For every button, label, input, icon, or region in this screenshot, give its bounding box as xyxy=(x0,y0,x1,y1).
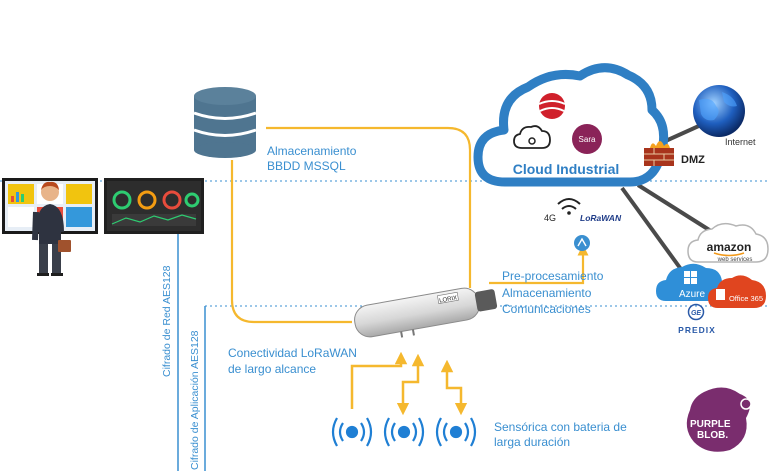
azure-name: Azure xyxy=(679,289,706,300)
link-cloud-azure xyxy=(620,186,685,274)
sensors-label-line1: Sensórica con bateria de xyxy=(494,420,627,434)
svg-text:Sensórica con bateria de l: Sensórica con bateria de larga duración xyxy=(494,420,630,449)
office365-logo: Office 365 xyxy=(708,275,766,308)
sensor-icon xyxy=(331,417,373,447)
dmz-label: DMZ xyxy=(681,154,705,166)
purpleblob-line2: BLOB. xyxy=(697,430,728,441)
svg-text:Pre-procesamiento Almacena: Pre-procesamiento Almacenamiento Comunic… xyxy=(502,269,607,316)
purpleblob-line1: PURPLE xyxy=(690,419,731,430)
sensor-icon xyxy=(383,417,425,447)
svg-text:PURPLE BLOB.: PURPLE BLOB. xyxy=(690,419,733,441)
sensor-arrow-3 xyxy=(440,359,468,416)
gateway-uplink-connector xyxy=(489,244,589,285)
ge-logo: GE xyxy=(687,303,705,321)
wifi-icon xyxy=(557,198,581,215)
cloud-title: Cloud Industrial xyxy=(513,161,620,177)
sensor-arrow-1 xyxy=(350,351,408,409)
lorawan-label-line1: Conectividad LoRaWAN xyxy=(228,346,357,360)
gateway-small-icon xyxy=(574,235,590,251)
preprocess-label-line1: Pre-procesamiento xyxy=(502,269,604,283)
dashboard-screen-icon xyxy=(104,178,204,234)
cipher-app-label: Cifrado de Aplicación AES128 xyxy=(189,330,201,470)
office-name: Office 365 xyxy=(729,294,763,303)
aws-logo: amazon web services xyxy=(687,222,769,263)
firewall-icon xyxy=(644,141,674,166)
gateway-device-icon: LORIX xyxy=(354,287,498,338)
ge-text: GE xyxy=(691,310,701,317)
storage-loop-connector xyxy=(230,126,472,324)
preprocess-label-line3: Comunicaciones xyxy=(502,302,591,316)
svg-text:Almacenamiento BBDD MSSQL: Almacenamiento BBDD MSSQL xyxy=(267,144,360,173)
aws-sub: web services xyxy=(717,257,753,263)
sensor-arrow-2 xyxy=(396,353,425,416)
sensor-icon xyxy=(435,417,477,447)
sensors-label-line2: larga duración xyxy=(494,435,570,449)
net-4g-label: 4G xyxy=(544,213,556,223)
lorawan-logo-text: LoRaWAN xyxy=(580,213,622,223)
storage-label-line2: BBDD MSSQL xyxy=(267,159,346,173)
lorawan-label-line2: de largo alcance xyxy=(228,362,316,376)
gateway-brand: LORIX xyxy=(439,295,458,304)
svg-text:Conectividad LoRaWAN de la: Conectividad LoRaWAN de largo alcance xyxy=(228,346,360,376)
globe-icon xyxy=(693,85,745,137)
preprocess-label-line2: Almacenamiento xyxy=(502,286,592,300)
aws-name: amazon xyxy=(707,240,752,254)
predix-label: PREDIX xyxy=(678,325,716,335)
cloud-icon: Sara Cloud Industrial xyxy=(473,63,669,187)
purpleblob-logo: PURPLE BLOB. xyxy=(686,387,752,452)
database-icon xyxy=(193,87,257,158)
storage-label-line1: Almacenamiento xyxy=(267,144,357,158)
operator-person-icon xyxy=(32,181,71,276)
internet-label: Internet xyxy=(725,137,756,147)
sara-logo-text: Sara xyxy=(579,135,596,144)
cipher-net-label: Cifrado de Red AES128 xyxy=(161,265,173,377)
